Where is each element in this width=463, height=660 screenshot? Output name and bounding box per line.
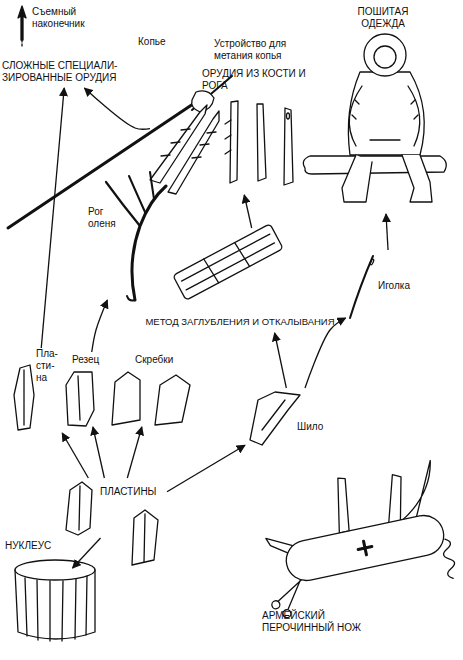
part-label: Устройство для метания копья <box>214 38 309 62</box>
flow-arrow <box>386 214 388 250</box>
illustration-node: Скребки <box>110 352 195 427</box>
flow-arrow <box>84 88 150 129</box>
illustration-node: ПЛАСТИНЫ <box>62 478 167 568</box>
node-text: НУКЛЕУС <box>5 540 85 552</box>
needle-drawing <box>350 256 374 318</box>
illustration-node: Иголка <box>340 250 440 318</box>
bone-blank-drawing <box>173 224 283 300</box>
node-text: АРМЕЙСКИЙ ПЕРОЧИННЫЙ НОЖ <box>262 610 374 634</box>
flow-arrow <box>41 88 64 348</box>
node-text: Пла- сти- на <box>36 348 64 384</box>
flow-arrow <box>275 333 287 388</box>
node-text: Шило <box>297 421 337 433</box>
illustration-node: Пла- сти- на <box>10 348 65 433</box>
stone-tools-drawing <box>14 365 300 565</box>
flow-arrow <box>167 445 245 491</box>
bone-tools-drawing <box>150 101 293 194</box>
part-label: Съемный наконечник <box>32 6 102 30</box>
node-text: Скребки <box>135 354 195 366</box>
flow-arrow <box>93 427 104 478</box>
illustration-node: СЛОЖНЫЕ СПЕЦИАЛИ- ЗИРОВАННЫЕ ОРУДИЯ <box>2 58 129 88</box>
flow-arrow <box>244 195 251 228</box>
antler-drawing <box>106 172 166 301</box>
pocket-knife-drawing <box>249 458 459 620</box>
illustration-node: МЕТОД ЗАГЛУБЛЕНИЯ И ОТКАЛЫВАНИЯ <box>172 228 355 333</box>
illustration-node: ОРУДИЯ ИЗ КОСТИ И РОГА <box>150 68 310 195</box>
clothed-person-drawing <box>303 34 446 202</box>
illustration-node: Резец <box>62 352 107 427</box>
node-text: ПЛАСТИНЫ <box>100 486 170 498</box>
node-text: Иголка <box>378 280 438 292</box>
illustration-node: НУКЛЕУС <box>3 538 103 640</box>
flow-arrow <box>127 427 142 478</box>
node-text: МЕТОД ЗАГЛУБЛЕНИЯ И ОТКАЛЫВАНИЯ <box>120 316 360 328</box>
spear-drawing <box>8 6 232 228</box>
node-text: ПОШИТАЯ ОДЕЖДА <box>348 6 418 30</box>
flow-arrow <box>92 300 108 352</box>
node-text: Резец <box>72 354 112 366</box>
illustration-node: Шило <box>245 388 340 446</box>
node-text: Рог оленя <box>88 206 122 230</box>
illustration-node: ПОШИТАЯ ОДЕЖДА <box>300 4 460 214</box>
core-drawing <box>15 560 95 641</box>
illustration-node: АРМЕЙСКИЙ ПЕРОЧИННЫЙ НОЖ <box>258 470 458 650</box>
flow-arrow <box>73 538 101 568</box>
flow-arrow <box>305 318 346 388</box>
part-label: Копье <box>138 36 188 48</box>
flow-arrow <box>62 433 88 478</box>
illustration-node: Рог оленя <box>88 196 166 300</box>
node-text: СЛОЖНЫЕ СПЕЦИАЛИ- ЗИРОВАННЫЕ ОРУДИЯ <box>2 60 127 84</box>
node-text: ОРУДИЯ ИЗ КОСТИ И РОГА <box>202 68 310 92</box>
